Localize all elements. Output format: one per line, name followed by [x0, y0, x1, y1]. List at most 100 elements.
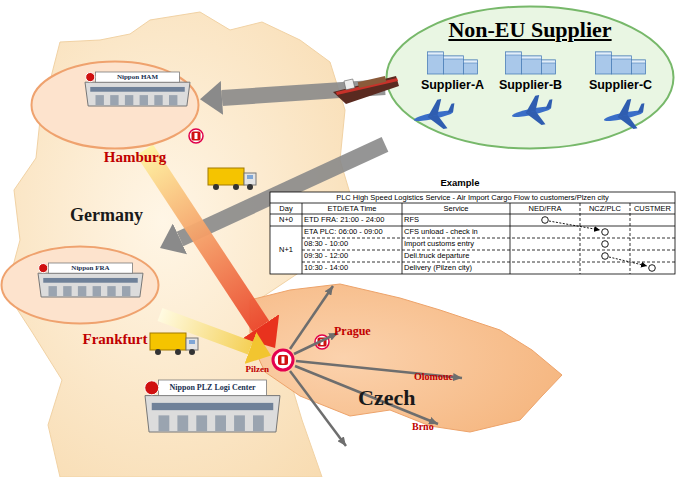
table-cell: N+1	[270, 244, 302, 256]
table-rule	[630, 203, 631, 274]
supplier-roof	[542, 60, 556, 63]
flow-arrow	[160, 315, 250, 348]
supplier-block	[596, 52, 612, 74]
supplier-name: Supplier-C	[573, 78, 668, 92]
warehouse-door	[93, 286, 101, 296]
supplier-building: Supplier-B	[483, 49, 578, 95]
supplier-region: Non-EU SupplierSupplier-ASupplier-BSuppl…	[385, 5, 675, 150]
warehouse-door	[196, 415, 207, 431]
table-header: ETD/ETA Time	[302, 203, 402, 214]
distribution-arrow	[290, 371, 346, 446]
logo-ring	[39, 264, 48, 273]
table-cell: 10:30 - 14:00	[304, 262, 400, 274]
ship-bridge	[344, 79, 355, 90]
city-name: Brno	[412, 421, 452, 433]
logo-ring	[145, 381, 159, 395]
supplier-roof	[506, 52, 522, 55]
warehouse-door	[78, 286, 86, 296]
supplier-name: Supplier-A	[405, 78, 500, 92]
ship-stripe	[336, 78, 398, 95]
logo-mark	[278, 355, 288, 365]
supplier-block	[444, 56, 464, 74]
hub-circle: Pilzen	[271, 348, 295, 372]
airplane-symbol	[509, 92, 557, 130]
truck-symbol	[208, 168, 256, 190]
hub-ring	[273, 350, 293, 370]
table-rule	[302, 203, 303, 274]
country-name: Germany	[70, 205, 180, 226]
table-header: Service	[402, 203, 510, 214]
supplier-block	[464, 60, 478, 74]
schedule-marks	[542, 217, 656, 272]
warehouse-body	[85, 82, 190, 106]
table-rule	[510, 203, 511, 274]
city-name: Prague	[334, 325, 394, 339]
flow-arrow	[145, 150, 261, 326]
distribution-arrow	[290, 286, 333, 349]
supplier-block	[522, 56, 542, 74]
table-rule	[270, 203, 675, 204]
warehouse-door	[110, 95, 118, 105]
region-ellipse	[32, 62, 199, 149]
supplier-building: Supplier-A	[405, 49, 500, 95]
ship-cargo	[358, 76, 387, 88]
table-header: NED/FRA	[510, 203, 580, 214]
city-name: Frankfurt	[70, 331, 160, 348]
table-cell: Import customs entry	[404, 238, 508, 250]
warehouse-window-band	[152, 403, 274, 410]
hub-circle-outline	[271, 348, 295, 372]
status-circle	[602, 241, 609, 248]
supplier-block	[632, 60, 646, 74]
warehouse-body	[38, 273, 143, 297]
warehouse-door	[154, 95, 162, 105]
table-rule	[270, 226, 675, 227]
table-rule	[302, 250, 675, 251]
status-circle	[542, 217, 549, 224]
table-rule	[302, 238, 675, 239]
supplier-block	[506, 52, 522, 74]
region-title: Non-EU Supplier	[385, 17, 675, 42]
table-header: NCZ/PLC	[580, 203, 630, 214]
germany-map	[6, 12, 355, 477]
table-rule	[270, 214, 675, 215]
hub-region: HamburgNippon HAM	[30, 60, 200, 150]
warehouse-door	[63, 286, 71, 296]
flow-arrow	[609, 257, 647, 266]
schedule-table-grid	[270, 192, 675, 274]
warehouse-sign: Nippon PLZ Logi Center	[145, 381, 280, 395]
warehouse-window-band	[90, 87, 185, 92]
warehouse-door	[234, 415, 245, 431]
table-header: CUSTMER	[630, 203, 675, 214]
warehouse-sign: Nippon FRA	[38, 263, 143, 273]
table-header: Day	[270, 203, 302, 214]
distribution-arrows	[290, 286, 462, 446]
warehouse-door	[49, 286, 57, 296]
warehouse-door	[215, 415, 226, 431]
table-frame	[270, 192, 675, 274]
warehouse-door	[122, 286, 130, 296]
warehouse-door	[96, 95, 104, 105]
warehouse-sign: Nippon HAM	[85, 72, 190, 82]
czech-map	[250, 284, 562, 432]
logo-mark	[282, 357, 285, 364]
warehouse-door	[253, 415, 264, 431]
airplane-symbol	[601, 96, 649, 134]
supplier-block	[612, 56, 632, 74]
warehouse-building: Nippon HAM	[85, 72, 190, 106]
warehouse-door	[107, 286, 115, 296]
status-circle	[649, 265, 656, 272]
table-cell: RFS	[404, 214, 508, 226]
table-cell: CFS unload - check in	[404, 226, 508, 238]
hub-region: FrankfurtNippon FRA	[0, 245, 160, 325]
supplier-roof	[444, 56, 464, 59]
supplier-block	[428, 52, 444, 74]
table-cell: ETD FRA: 21:00 - 24:00	[304, 214, 400, 226]
table-cell: 08:30 - 10:00	[304, 238, 400, 250]
company-logo	[315, 335, 329, 349]
flow-arrow	[549, 221, 600, 230]
status-circle	[602, 229, 609, 236]
company-logo	[189, 129, 203, 143]
supplier-name: Supplier-B	[483, 78, 578, 92]
